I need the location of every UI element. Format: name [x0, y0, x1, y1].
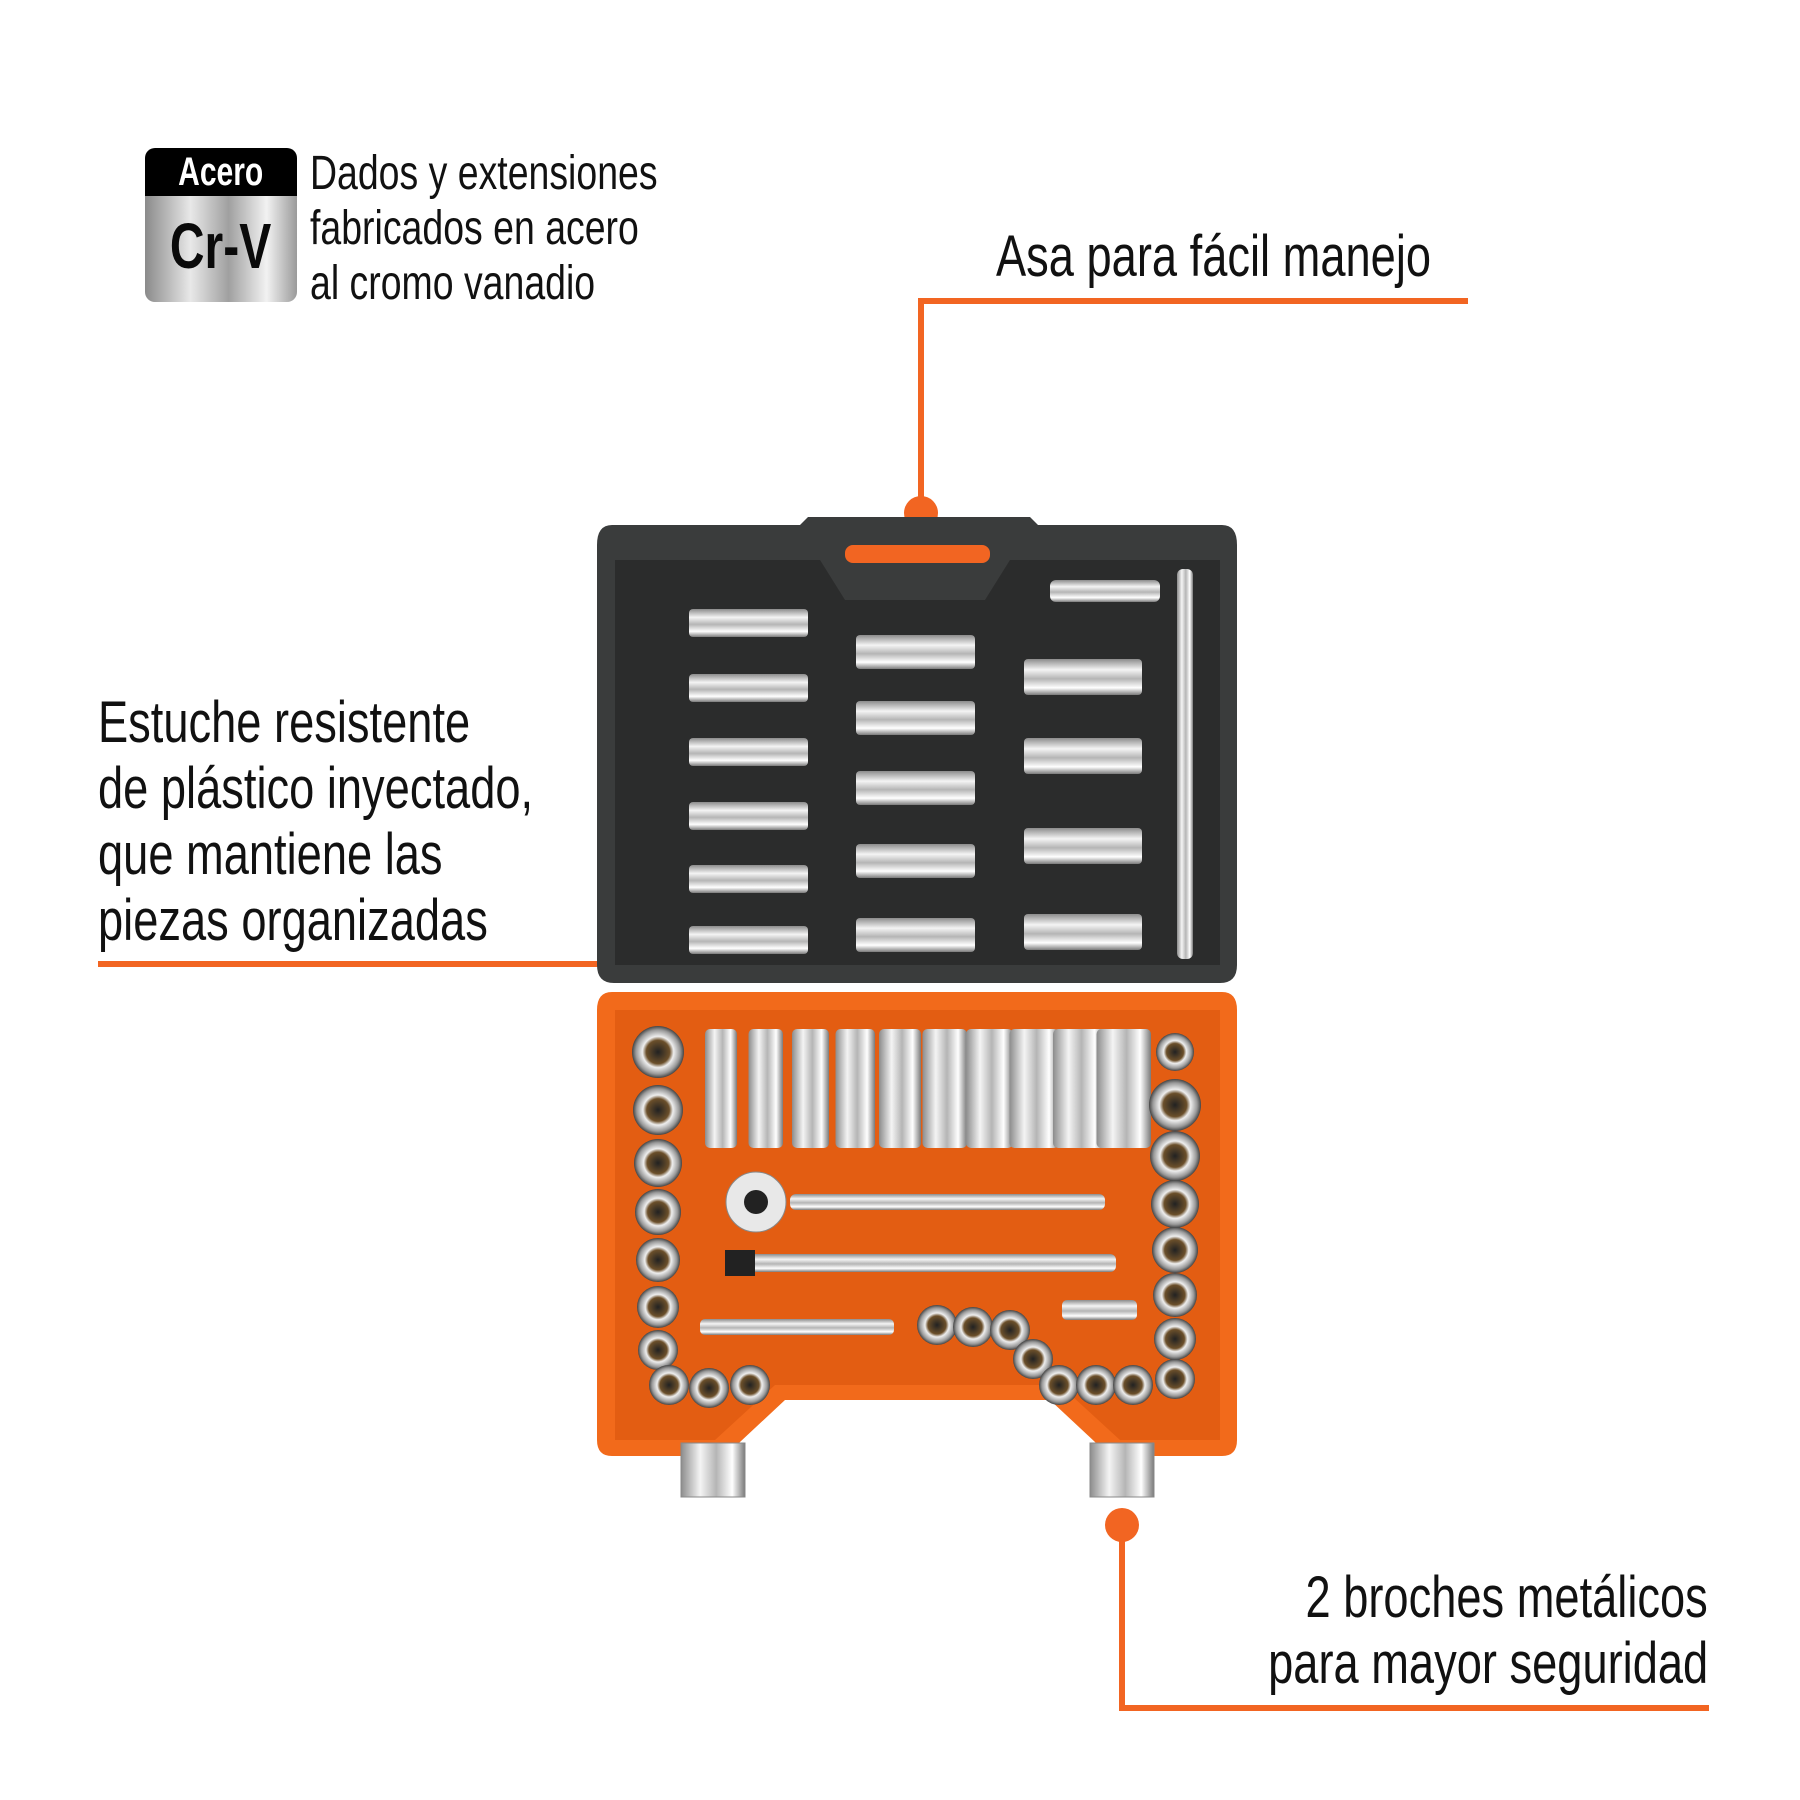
shallow-socket	[649, 1365, 689, 1405]
shallow-socket	[635, 1189, 681, 1235]
deep-socket	[689, 609, 808, 637]
case-line-4: piezas organizadas	[98, 888, 488, 953]
ratchet-handle	[790, 1194, 1105, 1210]
shallow-socket	[1113, 1365, 1153, 1405]
handle-callout-leader	[918, 298, 924, 508]
handle-callout-underline	[918, 298, 1468, 304]
case-line-2: de plástico inyectado,	[98, 756, 534, 821]
shallow-socket	[1152, 1227, 1198, 1273]
right-metal-clasp	[1089, 1442, 1155, 1498]
cr-v-steel-badge: Acero Cr-V	[145, 148, 297, 302]
deep-socket	[856, 918, 975, 952]
clasps-callout-text: 2 broches metálicos para mayor seguridad	[1144, 1565, 1708, 1697]
deep-socket-sae	[879, 1029, 921, 1148]
left-metal-clasp	[680, 1442, 746, 1498]
deep-socket-sae	[922, 1029, 967, 1148]
deep-socket-sae	[966, 1029, 1013, 1148]
crv-line-2: fabricados en acero	[310, 202, 639, 255]
crv-line-3: al cromo vanadio	[310, 257, 596, 310]
shallow-socket	[730, 1365, 770, 1405]
shallow-socket	[632, 1026, 684, 1078]
shallow-socket	[990, 1310, 1030, 1350]
shallow-socket	[638, 1330, 678, 1370]
breaker-bar-head	[725, 1250, 755, 1276]
case-line-3: que mantiene las	[98, 822, 443, 887]
shallow-socket	[636, 1238, 680, 1282]
handle-callout-label: Asa para fácil manejo	[996, 224, 1432, 289]
badge-bottom-text: Cr-V	[170, 210, 272, 282]
shallow-socket	[1154, 1318, 1196, 1360]
deep-socket	[1024, 738, 1142, 774]
shallow-socket	[1151, 1180, 1199, 1228]
case-callout-text: Estuche resistente de plástico inyectado…	[98, 690, 656, 954]
clasps-callout-dot	[1105, 1508, 1139, 1542]
deep-socket-sae	[705, 1029, 737, 1148]
deep-socket	[689, 802, 808, 830]
deep-socket	[856, 635, 975, 669]
deep-socket	[689, 865, 808, 893]
badge-top-text: Acero	[178, 150, 264, 194]
shallow-socket	[1156, 1033, 1194, 1071]
shallow-socket	[1150, 1131, 1200, 1181]
case-line-1: Estuche resistente	[98, 690, 471, 755]
shallow-socket	[1039, 1365, 1079, 1405]
deep-socket-sae	[792, 1029, 829, 1148]
deep-socket-sae	[1009, 1029, 1059, 1148]
universal-joint	[1050, 580, 1160, 602]
deep-socket	[1024, 828, 1142, 864]
crv-description: Dados y extensiones fabricados en acero …	[310, 146, 756, 311]
shallow-socket	[633, 1085, 683, 1135]
extension-bar	[1177, 569, 1193, 959]
shallow-socket	[1149, 1079, 1201, 1131]
clasps-line-2: para mayor seguridad	[1267, 1631, 1708, 1696]
deep-socket	[689, 926, 808, 954]
deep-socket	[689, 674, 808, 702]
deep-socket	[689, 738, 808, 766]
deep-socket	[856, 844, 975, 878]
clasps-callout-underline	[1119, 1705, 1709, 1711]
clasps-line-1: 2 broches metálicos	[1305, 1565, 1708, 1630]
case-callout-underline	[98, 961, 654, 967]
breaker-bar	[725, 1254, 1116, 1272]
shallow-socket	[1153, 1273, 1197, 1317]
deep-socket-sae	[835, 1029, 875, 1148]
crv-line-1: Dados y extensiones	[310, 147, 658, 200]
deep-socket-sae	[748, 1029, 783, 1148]
shallow-socket	[637, 1286, 679, 1328]
ratchet-drive	[744, 1190, 768, 1214]
shallow-socket	[1013, 1339, 1053, 1379]
deep-socket	[856, 701, 975, 735]
clasps-callout-leader	[1119, 1525, 1125, 1711]
short-extension	[700, 1319, 894, 1335]
shallow-socket	[917, 1305, 957, 1345]
deep-socket	[856, 771, 975, 805]
shallow-socket	[1155, 1359, 1195, 1399]
deep-socket	[1024, 914, 1142, 950]
deep-socket-sae	[1053, 1029, 1105, 1148]
shallow-socket	[1076, 1365, 1116, 1405]
deep-socket-sae	[1096, 1029, 1151, 1148]
shallow-socket	[953, 1307, 993, 1347]
shallow-socket	[634, 1139, 682, 1187]
shallow-socket	[689, 1368, 729, 1408]
handle-callout-text: Asa para fácil manejo	[996, 224, 1554, 290]
deep-socket	[1024, 659, 1142, 695]
adapter	[1062, 1300, 1137, 1320]
